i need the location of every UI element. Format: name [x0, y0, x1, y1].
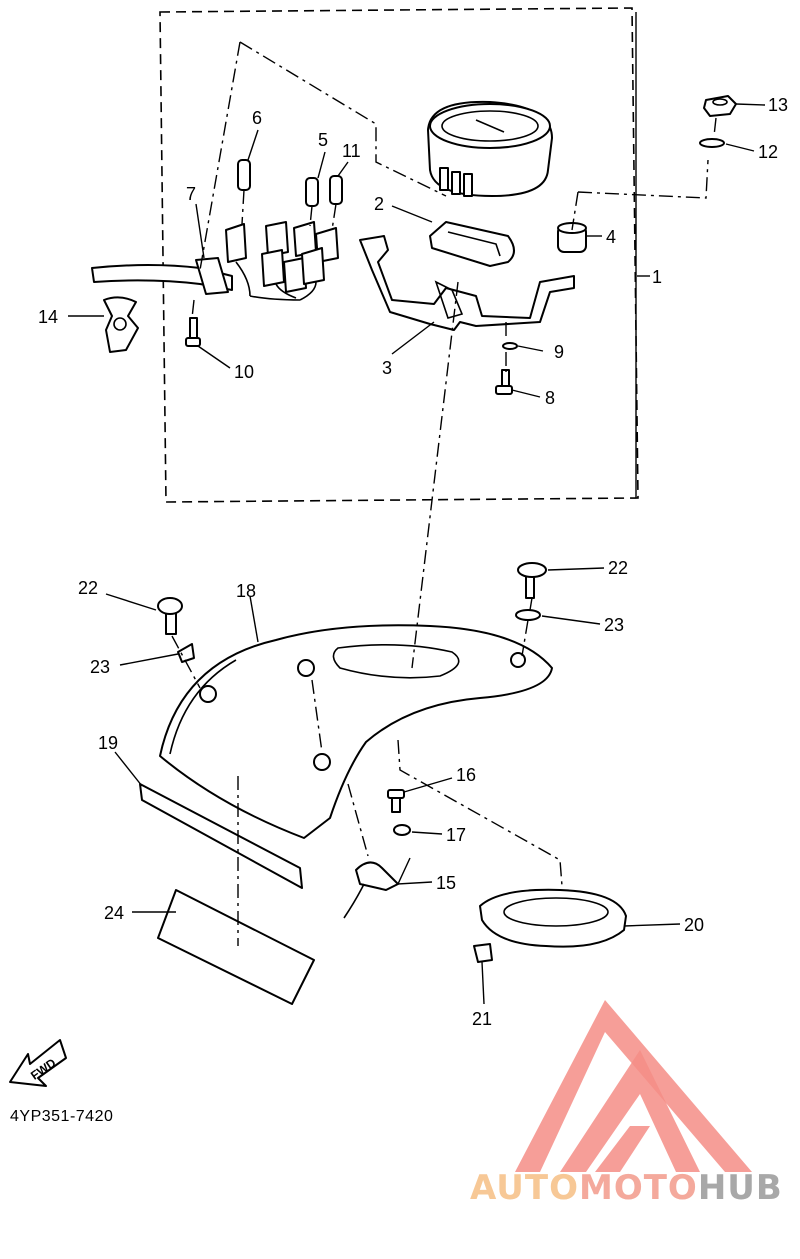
callout-14: 14 — [38, 307, 58, 327]
meter-bracket — [359, 235, 575, 331]
callout-5: 5 — [318, 130, 328, 150]
leader-lines — [68, 12, 766, 1005]
watermark-moto: MOTO — [578, 1168, 698, 1208]
callout-20: 20 — [684, 915, 704, 935]
callout-18: 18 — [236, 581, 256, 601]
callout-13: 13 — [768, 95, 788, 115]
reference-code: 4YP351-7420 — [10, 1108, 114, 1125]
callout-4: 4 — [606, 227, 616, 247]
assembly-box — [159, 7, 639, 503]
watermark-text: AUTOMOTOHUB — [470, 1168, 783, 1208]
callout-21: 21 — [472, 1009, 492, 1029]
callout-7: 7 — [186, 184, 196, 204]
callout-23-right: 23 — [604, 615, 624, 635]
cover-18 — [159, 624, 553, 839]
callout-3: 3 — [382, 358, 392, 378]
meter-cushion — [429, 221, 515, 267]
callout-1: 1 — [652, 267, 662, 287]
callout-10: 10 — [234, 362, 254, 382]
nut-13 — [703, 95, 737, 117]
washer-23-left — [177, 643, 195, 663]
washer-9 — [502, 342, 518, 350]
watermark-auto: AUTO — [470, 1168, 579, 1208]
callout-15: 15 — [436, 873, 456, 893]
screw-10 — [185, 317, 201, 347]
callout-8: 8 — [545, 388, 555, 408]
callout-11: 11 — [342, 141, 361, 161]
callout-22-right: 22 — [608, 558, 628, 578]
washer-12 — [699, 138, 725, 148]
callout-24: 24 — [104, 903, 124, 923]
alignment-lines — [171, 41, 717, 946]
bezel-ring-20 — [479, 888, 627, 948]
callout-19: 19 — [98, 733, 118, 753]
callout-23-left: 23 — [90, 657, 110, 677]
watermark-logo-icon — [515, 1000, 752, 1172]
label-plate-24 — [157, 889, 315, 1005]
clip-21 — [473, 943, 493, 963]
callout-12: 12 — [758, 142, 778, 162]
callout-17: 17 — [446, 825, 466, 845]
washer-17 — [393, 824, 411, 836]
watermark-hub: HUB — [697, 1168, 783, 1208]
screw-22-right — [517, 562, 547, 599]
callout-9: 9 — [554, 342, 564, 362]
screw-22-left — [157, 597, 183, 635]
callout-6: 6 — [252, 108, 262, 128]
meter-unit — [427, 100, 553, 197]
callout-22-left: 22 — [78, 578, 98, 598]
screw-16 — [387, 789, 405, 813]
callout-2: 2 — [374, 194, 384, 214]
bulb-socket-15 — [343, 861, 399, 919]
callout-labels: 1 2 3 4 5 6 7 8 9 10 11 12 13 14 15 16 1… — [38, 95, 788, 1029]
washer-23-right — [515, 609, 541, 621]
wire-harness — [91, 257, 233, 295]
bulb-sockets — [225, 159, 343, 301]
screw-8 — [495, 369, 513, 395]
wire-clamp — [103, 296, 139, 353]
callout-16: 16 — [456, 765, 476, 785]
fwd-arrow-icon: FWD — [9, 1039, 67, 1087]
rubber-strip-19 — [139, 783, 303, 889]
